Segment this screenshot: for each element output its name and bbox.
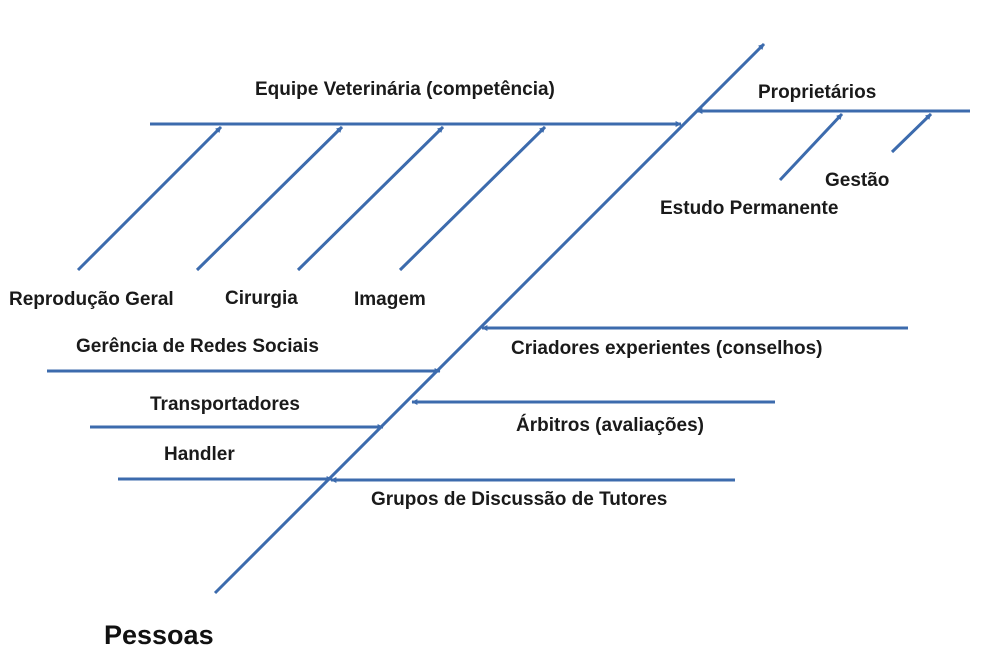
branch-label-criadores: Criadores experientes (conselhos)	[511, 338, 823, 359]
sub-arrow-reproducao	[76, 125, 223, 272]
category-title: Pessoas	[104, 620, 214, 650]
sub-arrow-cirurgia	[296, 125, 445, 272]
sub-label-gestao: Gestão	[825, 170, 890, 191]
branch-label-grupos: Grupos de Discussão de Tutores	[371, 489, 668, 510]
sub-label-imagem: Imagem	[354, 289, 426, 310]
branch-label-arbitros: Árbitros (avaliações)	[516, 415, 704, 436]
branch-label-transportadores: Transportadores	[150, 394, 300, 415]
sub-arrow-geral	[195, 125, 344, 272]
branch-label-proprietarios: Proprietários	[758, 82, 877, 103]
sub-arrow-estudo	[778, 112, 844, 182]
sub-label-cirurgia: Cirurgia	[225, 288, 298, 309]
sub-label-estudo-permanente: Estudo Permanente	[660, 198, 839, 219]
sub-label-reproducao-geral: Reprodução Geral	[9, 289, 174, 310]
branch-label-equipe: Equipe Veterinária (competência)	[255, 79, 555, 100]
sub-arrow-imagem	[398, 125, 547, 272]
spine-arrow	[213, 42, 766, 595]
sub-arrow-gestao	[890, 112, 933, 154]
branch-label-handler: Handler	[164, 444, 235, 465]
branch-label-redes-sociais: Gerência de Redes Sociais	[76, 336, 319, 357]
